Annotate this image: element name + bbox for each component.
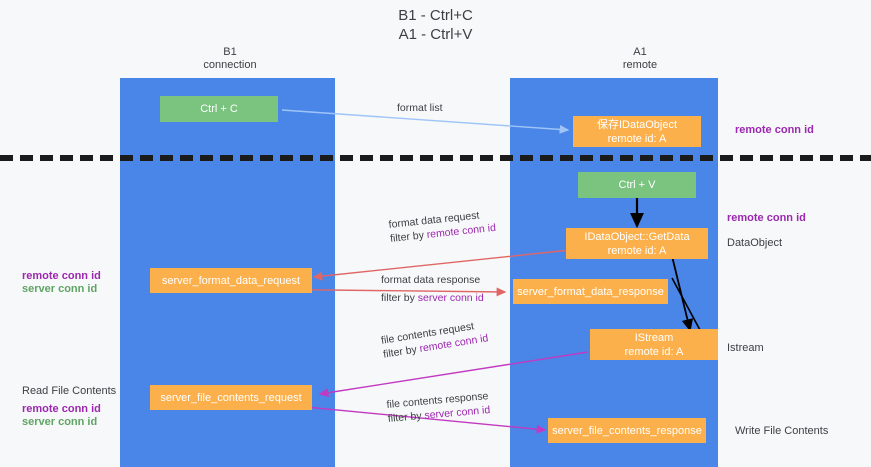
node-getdata-line1: IDataObject::GetData [584,230,690,243]
column-header-b1: B1 connection [150,46,310,72]
phase-separator [0,155,871,161]
node-istream-line1: IStream [634,331,674,344]
node-istream-line2: remote id: A [624,345,684,358]
node-ctrl-c[interactable]: Ctrl + C [160,96,278,122]
filter-key-server-conn-id-1: server conn id [417,292,484,304]
annotation-remote-conn-id-mid: remote conn id [727,212,806,224]
edge-label-file-contents-request: file contents request filter by remote c… [380,317,489,361]
node-server-file-contents-response[interactable]: server_file_contents_response [548,418,706,443]
edge-label-file-contents-response: file contents response filter by server … [386,389,491,426]
node-server-format-data-request[interactable]: server_format_data_request [150,268,312,293]
column-header-a1: A1 remote [560,46,720,72]
annotation-write-file-contents: Write File Contents [735,425,829,437]
edge-label-format-data-request: format data request filter by remote con… [388,207,497,246]
filter-prefix-2: filter by [381,292,418,304]
annotation-left-remote-conn-id-2: remote conn id [22,403,101,415]
column-header-a1-role: remote [622,59,658,71]
filter-prefix-4: filter by [387,409,425,425]
diagram-title: B1 - Ctrl+C A1 - Ctrl+V [0,6,871,44]
edge-label-format-list-text: format list [397,102,443,114]
annotation-read-file-contents: Read File Contents [22,385,117,397]
node-server-file-contents-request[interactable]: server_file_contents_request [150,385,312,410]
column-header-a1-name: A1 [633,46,647,58]
column-header-b1-name: B1 [223,46,237,58]
node-server-format-data-response-label: server_format_data_response [517,285,664,298]
node-server-file-contents-response-label: server_file_contents_response [552,424,702,437]
annotation-left-remote-conn-id: remote conn id [22,270,101,282]
title-line-1: B1 - Ctrl+C [398,7,473,24]
annotation-left-server-conn-id: server conn id [22,283,98,295]
node-server-file-contents-request-label: server_file_contents_request [160,391,302,404]
node-ctrl-c-label: Ctrl + C [200,103,238,115]
annotation-left-server-conn-id-2: server conn id [22,416,98,428]
node-server-format-data-response[interactable]: server_format_data_response [513,279,668,304]
node-save-idataobject-line2: remote id: A [607,132,667,145]
node-getdata-line2: remote id: A [607,244,667,257]
edge-label-format-data-response: format data response filter by server co… [381,273,484,305]
node-ctrl-v-label: Ctrl + V [618,179,656,191]
column-header-b1-role: connection [203,59,257,71]
annotation-istream: Istream [727,342,764,354]
node-ctrl-v[interactable]: Ctrl + V [578,172,696,198]
edge-label-format-list: format list [397,101,443,115]
node-server-format-data-request-label: server_format_data_request [161,274,301,287]
node-idataobject-getdata[interactable]: IDataObject::GetData remote id: A [566,228,708,259]
edge-label-format-data-response-filter: filter by server conn id [381,291,484,305]
filter-prefix-1: filter by [389,229,428,245]
node-istream[interactable]: IStream remote id: A [590,329,718,360]
node-save-idataobject-line1: 保存IDataObject [596,118,678,131]
edge-label-format-data-response-main: format data response [381,274,481,286]
title-line-2: A1 - Ctrl+V [398,26,473,43]
node-save-idataobject[interactable]: 保存IDataObject remote id: A [573,116,701,147]
annotation-remote-conn-id-top: remote conn id [735,124,814,136]
annotation-dataobject: DataObject [727,237,783,249]
